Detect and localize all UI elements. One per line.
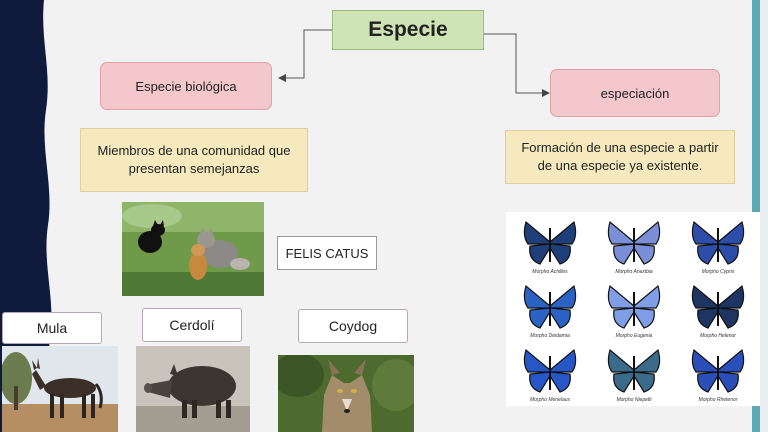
mula-text: Mula: [36, 320, 68, 336]
arrow-to-especie-biologica: [278, 29, 332, 82]
butterfly-icon: [607, 284, 661, 329]
mula-photo: [2, 346, 118, 432]
cerdoli-label: Cerdolí: [142, 308, 242, 342]
butterfly-icon: [607, 220, 661, 265]
coydog-text: Coydog: [328, 318, 378, 334]
butterfly-caption: Morpho Eugenia: [615, 333, 653, 339]
coydog-label: Coydog: [298, 309, 408, 343]
morpho-butterflies-grid: Morpho Achilles Morpho Anaxibia Morpho Cyp…: [506, 212, 760, 406]
butterfly-specimen: Morpho Helenor: [676, 278, 760, 342]
butterfly-icon: [523, 220, 577, 265]
butterfly-specimen: Morpho Rhetenor: [676, 342, 760, 406]
butterfly-icon: [691, 348, 745, 393]
felis-catus-label: FELIS CATUS: [277, 236, 377, 270]
coydog-photo: [278, 355, 414, 432]
butterfly-specimen: Morpho Niepelti: [592, 342, 676, 406]
butterfly-icon: [523, 284, 577, 329]
butterfly-caption: Morpho Cypris: [701, 269, 735, 275]
especiacion-box: especiación: [550, 69, 720, 117]
butterfly-specimen: Morpho Cypris: [676, 214, 760, 278]
especiacion-definition: Formación de una especie a partir de una…: [505, 130, 735, 184]
butterfly-caption: Morpho Anaxibia: [615, 269, 653, 275]
right-edge-strip: [760, 0, 768, 432]
butterfly-specimen: Morpho Anaxibia: [592, 214, 676, 278]
butterfly-caption: Morpho Achilles: [532, 269, 568, 275]
butterfly-specimen: Morpho Deidamia: [508, 278, 592, 342]
butterfly-icon: [691, 220, 745, 265]
felis-catus-text: FELIS CATUS: [285, 245, 369, 261]
especie-biologica-definition-text: Miembros de una comunidad que presentan …: [97, 143, 291, 176]
especie-biologica-definition: Miembros de una comunidad que presentan …: [80, 128, 308, 192]
butterfly-caption: Morpho Helenor: [700, 333, 736, 339]
butterfly-icon: [691, 284, 745, 329]
butterfly-caption: Morpho Menelaus: [529, 397, 571, 403]
butterfly-specimen: Morpho Menelaus: [508, 342, 592, 406]
especiacion-label: especiación: [600, 85, 670, 101]
butterfly-icon: [607, 348, 661, 393]
especie-biologica-label: Especie biológica: [135, 78, 237, 94]
butterfly-specimen: Morpho Eugenia: [592, 278, 676, 342]
butterfly-icon: [523, 348, 577, 393]
especie-biologica-box: Especie biológica: [100, 62, 272, 110]
butterfly-caption: Morpho Deidamia: [530, 333, 570, 339]
butterfly-caption: Morpho Niepelti: [616, 397, 652, 403]
title-text: Especie: [368, 18, 448, 41]
especiacion-definition-text: Formación de una especie a partir de una…: [521, 140, 719, 173]
butterfly-specimen: Morpho Achilles: [508, 214, 592, 278]
arrow-to-especiacion: [484, 33, 550, 97]
mula-label: Mula: [2, 312, 102, 344]
cerdoli-text: Cerdolí: [169, 317, 215, 333]
butterfly-caption: Morpho Rhetenor: [698, 397, 738, 403]
cerdoli-photo: [136, 346, 250, 432]
title-box: Especie: [332, 10, 484, 50]
cats-photo: [122, 202, 264, 296]
